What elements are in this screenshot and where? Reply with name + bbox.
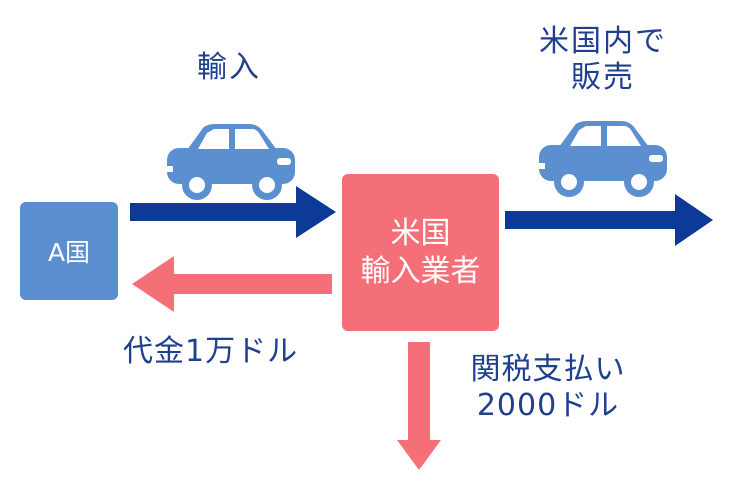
us-importer-box: 米国 輸入業者 <box>342 174 499 331</box>
sell-label-line2: 販売 <box>571 60 635 95</box>
tariff-label: 関税支払い 2000ドル <box>458 352 638 424</box>
us-importer-label-line2: 輸入業者 <box>360 253 481 289</box>
country-a-box: A国 <box>20 202 118 300</box>
import-arrow <box>130 186 336 238</box>
payment-arrow <box>132 256 332 312</box>
car-icon <box>537 121 667 197</box>
tariff-label-line2: 2000ドル <box>476 388 620 423</box>
car-icon <box>165 124 295 200</box>
tariff-label-line1: 関税支払い <box>470 352 626 387</box>
import-label: 輸入 <box>197 50 261 85</box>
sell-label-line1: 米国内で <box>539 24 667 59</box>
payment-label: 代金1万ドル <box>123 334 299 369</box>
sell-arrow <box>505 194 713 246</box>
us-importer-label-line1: 米国 <box>390 216 451 251</box>
sell-label: 米国内で 販売 <box>528 24 678 96</box>
country-a-label: A国 <box>47 238 91 267</box>
tariff-arrow <box>397 342 441 470</box>
